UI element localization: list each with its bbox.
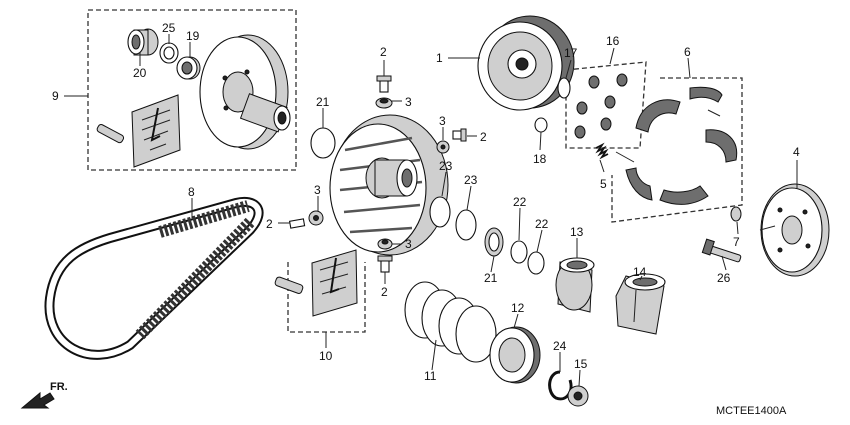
part-3-nut-b[interactable]	[436, 140, 450, 154]
callout-25: 25	[162, 21, 176, 35]
callout-2-b: 2	[480, 130, 487, 144]
callout-19: 19	[186, 29, 200, 43]
part-4-clutch-disk[interactable]	[759, 183, 830, 277]
front-direction-arrow: FR.	[20, 381, 68, 409]
callout-1: 1	[436, 51, 443, 65]
part-16-damper-rubbers[interactable]	[574, 73, 628, 139]
part-26-bolt[interactable]	[701, 238, 742, 263]
part-21-seal-upper[interactable]	[310, 127, 336, 159]
part-23-shim-b[interactable]	[455, 209, 477, 241]
part-23-shim-a[interactable]	[429, 196, 451, 228]
callout-23-a: 23	[439, 159, 453, 173]
part-20-needle-bearing[interactable]	[127, 28, 159, 56]
callout-16: 16	[606, 34, 620, 48]
caution-label-upper	[131, 94, 181, 168]
part-2-bolt-c[interactable]	[288, 218, 306, 229]
diagram-code: MCTEE1400A	[716, 405, 787, 417]
part-13-collar[interactable]	[555, 257, 595, 313]
part-2-bolt-a[interactable]	[376, 75, 392, 93]
callout-6: 6	[684, 45, 691, 59]
part-18-washer[interactable]	[534, 117, 548, 133]
callout-18: 18	[533, 152, 547, 166]
callout-24: 24	[553, 339, 567, 353]
part-1-clutch-outer[interactable]	[477, 15, 575, 111]
callout-21-lower: 21	[484, 271, 498, 285]
callout-4: 4	[793, 145, 800, 159]
part-2-bolt-b[interactable]	[452, 128, 467, 142]
callout-7: 7	[733, 235, 740, 249]
part-12-spring-seat[interactable]	[489, 326, 541, 384]
callout-3-b: 3	[439, 114, 446, 128]
part-17-circlip[interactable]	[557, 77, 571, 99]
callout-2-d: 2	[381, 285, 388, 299]
callout-2-a: 2	[380, 45, 387, 59]
part-5-spring[interactable]	[595, 142, 609, 160]
guide-pin-lower	[274, 276, 304, 294]
part-8-drive-belt[interactable]	[44, 196, 264, 360]
callout-23-b: 23	[464, 173, 478, 187]
callout-8: 8	[188, 185, 195, 199]
part-19-bearing[interactable]	[176, 56, 201, 80]
group-box-6	[611, 77, 743, 223]
part-6-clutch-shoes[interactable]	[615, 86, 738, 205]
part-3-nut-c[interactable]	[308, 210, 324, 226]
callout-2-c: 2	[266, 217, 273, 231]
callout-22-b: 22	[535, 217, 549, 231]
callout-15: 15	[574, 357, 588, 371]
callout-21-upper: 21	[316, 95, 330, 109]
guide-pin-upper	[96, 124, 125, 144]
callout-17: 17	[564, 46, 578, 60]
part-21-seal-lower[interactable]	[484, 227, 504, 257]
callout-11: 11	[424, 369, 437, 383]
callout-22-a: 22	[513, 195, 527, 209]
part-25-ring[interactable]	[159, 42, 179, 64]
group-box-9	[87, 9, 297, 171]
drive-face-disc	[199, 34, 291, 150]
caution-label-lower	[311, 249, 358, 317]
part-15-nut[interactable]	[567, 385, 589, 407]
part-3-nut-d[interactable]	[377, 238, 393, 250]
callout-9: 9	[52, 89, 59, 103]
callout-14: 14	[633, 265, 647, 279]
group-box-16	[565, 61, 647, 149]
leader-lines	[64, 34, 798, 387]
part-7-nut[interactable]	[730, 206, 742, 222]
callout-3-c: 3	[314, 183, 321, 197]
callout-20: 20	[133, 66, 147, 80]
callout-3-d: 3	[405, 237, 412, 251]
callout-3-a: 3	[405, 95, 412, 109]
part-2-bolt-d[interactable]	[377, 255, 393, 273]
part-3-nut-a[interactable]	[375, 97, 393, 109]
front-label: FR.	[50, 381, 68, 393]
callout-12: 12	[511, 301, 525, 315]
part-22-washer-b[interactable]	[527, 251, 545, 275]
callout-5: 5	[600, 177, 607, 191]
drive-pulley-face	[329, 114, 449, 256]
callout-26: 26	[717, 271, 731, 285]
part-22-washer-a[interactable]	[510, 240, 528, 264]
part-14-seal-collar[interactable]	[615, 273, 666, 335]
callout-10: 10	[319, 349, 333, 363]
part-11-driven-spring[interactable]	[404, 281, 497, 363]
callout-13: 13	[570, 225, 584, 239]
